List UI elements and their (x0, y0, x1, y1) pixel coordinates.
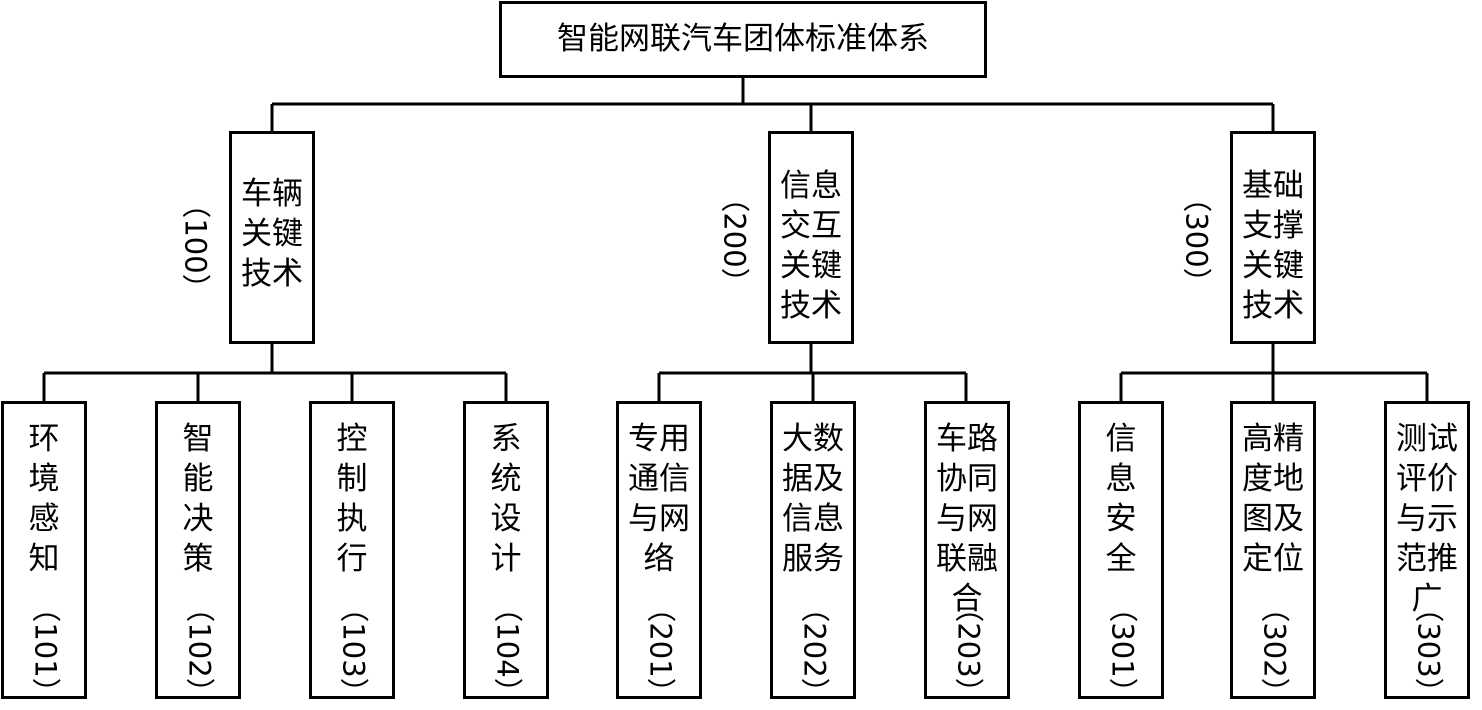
leaf-label: 系 统 设 计 (490, 421, 522, 577)
category-label: 基础 支撑 关键 技术 (1242, 168, 1304, 324)
leaf-code: （301） (1105, 593, 1140, 707)
leaf-label: 高精 度地 图及 定位 (1242, 421, 1304, 577)
leaf-box-103: 控 制 执 行 （103） (309, 401, 395, 707)
leaf-label: 专用 通信 与网 络 (628, 421, 690, 577)
category-code: （100） (178, 189, 213, 303)
leaf-code: （203） (951, 593, 986, 707)
leaf-code: （201） (643, 593, 678, 707)
leaf-box-301: 信 息 安 全 （301） (1078, 401, 1164, 707)
leaf-label: 智 能 决 策 (182, 421, 214, 577)
root-title: 智能网联汽车团体标准体系 (557, 21, 929, 57)
leaf-box-302: 高精 度地 图及 定位 （302） (1230, 401, 1316, 707)
category-box-vehicle: 车辆 关键 技术 (229, 131, 315, 344)
leaf-box-203: 车路 协同 与网 联融 合 （203） (924, 401, 1010, 707)
category-label: 车辆 关键 技术 (241, 176, 303, 292)
leaf-code: （101） (28, 593, 63, 707)
leaf-label: 信 息 安 全 (1105, 421, 1137, 577)
leaf-code: （202） (797, 593, 832, 707)
leaf-label: 测试 评价 与示 范推 广 (1396, 421, 1458, 617)
leaf-box-101: 环 境 感 知 （101） (1, 401, 87, 707)
leaf-label: 大数 据及 信息 服务 (782, 421, 844, 577)
root-box: 智能网联汽车团体标准体系 (499, 1, 987, 78)
leaf-label: 环 境 感 知 (28, 421, 60, 577)
category-code: （300） (1179, 183, 1214, 297)
leaf-label: 车路 协同 与网 联融 合 (936, 421, 998, 617)
leaf-box-303: 测试 评价 与示 范推 广 （303） (1384, 401, 1470, 707)
leaf-label: 控 制 执 行 (336, 421, 368, 577)
leaf-box-202: 大数 据及 信息 服务 （202） (770, 401, 856, 707)
leaf-code: （303） (1411, 593, 1446, 707)
leaf-code: （102） (182, 593, 217, 707)
leaf-code: （302） (1257, 593, 1292, 707)
leaf-box-104: 系 统 设 计 （104） (463, 401, 549, 707)
category-code: （200） (717, 183, 752, 297)
leaf-code: （104） (490, 593, 525, 707)
leaf-box-201: 专用 通信 与网 络 （201） (616, 401, 702, 707)
category-box-infrastructure: 基础 支撑 关键 技术 (1230, 131, 1316, 344)
category-box-info-interaction: 信息 交互 关键 技术 (768, 131, 854, 344)
leaf-code: （103） (336, 593, 371, 707)
category-label: 信息 交互 关键 技术 (780, 168, 842, 324)
leaf-box-102: 智 能 决 策 （102） (155, 401, 241, 707)
